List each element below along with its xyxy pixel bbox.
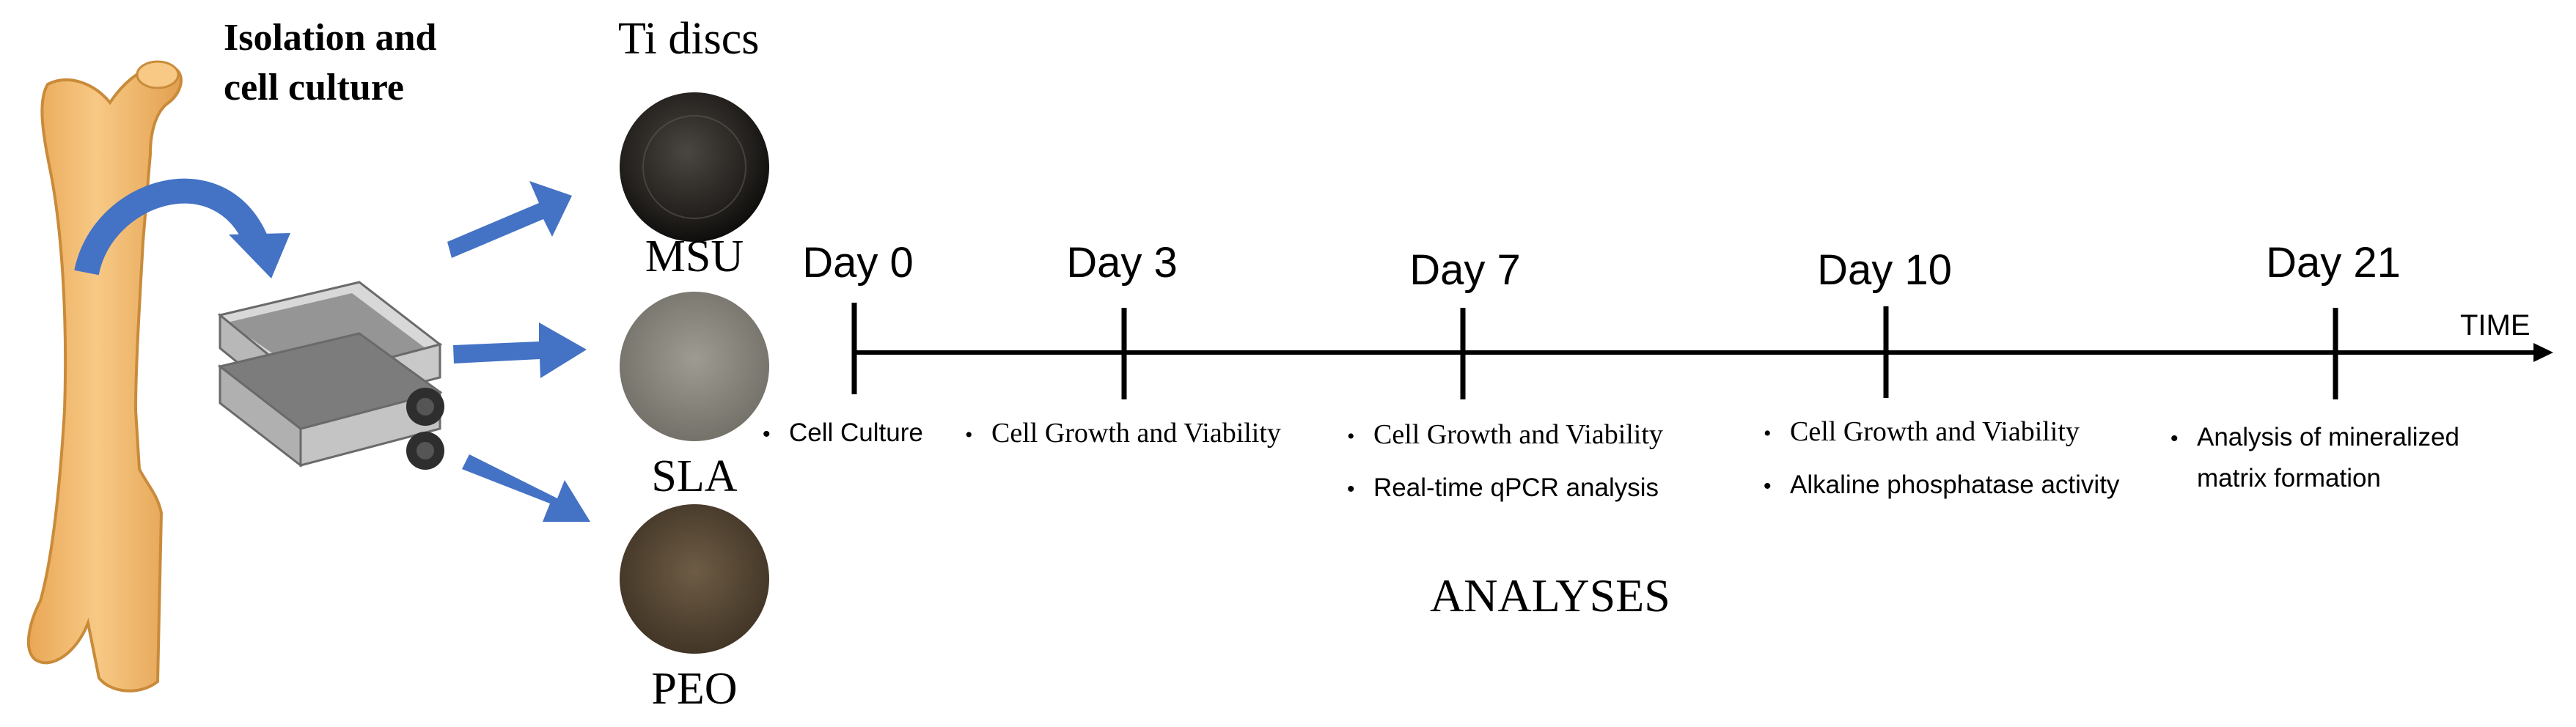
- timeline-axis: [854, 343, 2553, 362]
- isolation-line-1: Isolation and: [224, 17, 437, 59]
- time-axis-label: TIME: [2460, 309, 2531, 342]
- analysis-item: •Cell Culture: [763, 418, 923, 447]
- disc-label-msu: MSU: [645, 232, 744, 281]
- analysis-item: •Real-time qPCR analysis: [1347, 473, 1659, 502]
- arrow-to-sla-icon: [453, 322, 587, 378]
- analyses-day-0: •Cell Culture: [763, 412, 923, 456]
- analyses-day-3: •Cell Growth and Viability: [965, 412, 1281, 457]
- analysis-item: •Cell Growth and Viability: [1347, 419, 1663, 450]
- analyses-title: ANALYSES: [1430, 569, 1670, 621]
- disc-label-sla: SLA: [651, 451, 738, 501]
- disc-msu: [620, 92, 769, 242]
- arrow-to-msu-icon: [447, 181, 572, 258]
- analysis-item: •Analysis of mineralized: [2170, 423, 2459, 451]
- day-label-21: Day 21: [2266, 239, 2401, 287]
- isolation-line-2: cell culture: [224, 67, 404, 108]
- analyses-day-10: •Cell Growth and Viability •Alkaline pho…: [1764, 410, 2119, 508]
- disc-sla: [620, 292, 769, 441]
- day-label-10: Day 10: [1817, 246, 1952, 294]
- day-label-3: Day 3: [1066, 239, 1178, 287]
- discs-header: Ti discs: [618, 14, 760, 64]
- disc-label-peo: PEO: [651, 664, 738, 714]
- day-label-0: Day 0: [802, 239, 914, 287]
- analyses-day-21: •Analysis of mineralized matrix formatio…: [2170, 418, 2459, 498]
- bone-illustration: [26, 60, 183, 693]
- day-label-7: Day 7: [1409, 246, 1521, 294]
- disc-peo: [620, 504, 769, 654]
- isolation-title: Isolation and cell culture: [224, 13, 436, 113]
- analyses-day-7: •Cell Growth and Viability •Real-time qP…: [1347, 413, 1663, 511]
- arrow-to-peo-icon: [462, 454, 590, 522]
- curved-arrow-icon: [74, 178, 290, 278]
- analysis-item: •Alkaline phosphatase activity: [1764, 470, 2120, 499]
- culture-flask-illustration: [217, 281, 444, 470]
- analysis-item: matrix formation: [2197, 464, 2381, 492]
- analysis-item: •Cell Growth and Viability: [965, 418, 1281, 449]
- analysis-item: •Cell Growth and Viability: [1764, 416, 2080, 447]
